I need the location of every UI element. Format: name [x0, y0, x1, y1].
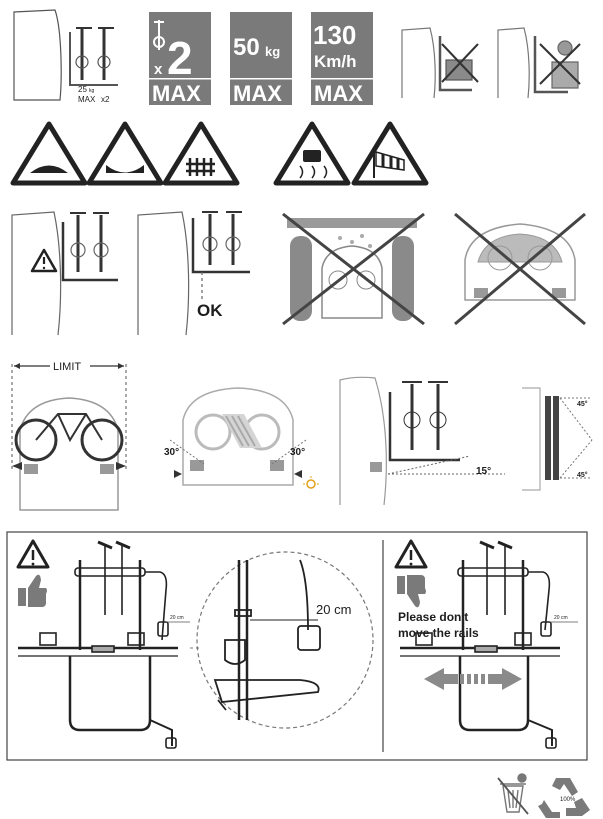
rack-correct-position-figure	[137, 211, 250, 336]
rack-drawing-incorrect	[400, 540, 560, 749]
rack-drawing-correct	[18, 540, 178, 749]
speed-value: 130	[313, 20, 356, 50]
max-weight-badge: 50 kg MAX	[230, 12, 292, 106]
caution-icon	[16, 539, 50, 569]
speed-max-caption: MAX	[314, 81, 363, 106]
view-angle-top-label: 45°	[577, 400, 588, 408]
max-speed-badge: 130 Km/h MAX	[311, 12, 373, 106]
weight-per-bike: 25	[78, 85, 87, 94]
distance-zoom-label: 20 cm	[316, 602, 351, 617]
weight-unit: kg	[89, 88, 95, 94]
no-luggage-figure	[401, 27, 479, 99]
weight-max-caption: MAX	[233, 81, 282, 106]
caution-icon	[394, 539, 428, 569]
recycle-icon	[538, 778, 590, 818]
mounting-instruction-panel	[6, 531, 588, 761]
weight-badge-unit: kg	[265, 44, 280, 59]
recycle-percentage-label: 100%	[560, 797, 576, 803]
bikes-max-caption: MAX	[152, 81, 201, 106]
ok-label: OK	[197, 301, 223, 320]
tilt-angle-label: 15°	[476, 466, 491, 477]
multiplier-label: x2	[101, 95, 110, 104]
warning-text-line2: move the rails	[398, 626, 479, 640]
thumbs-down-icon	[397, 575, 426, 608]
angle-right-label: 30°	[290, 447, 305, 458]
zoom-detail-figure	[190, 551, 374, 729]
light-visibility-figure	[169, 387, 319, 489]
crosswind-warning-sign	[351, 121, 429, 186]
no-trash-bin-icon	[497, 773, 529, 815]
speed-unit: Km/h	[314, 52, 357, 71]
bikes-count: 2	[167, 32, 193, 84]
road-bump-warning-sign	[10, 121, 88, 186]
no-person-figure	[497, 27, 581, 99]
slippery-road-warning-sign	[273, 121, 351, 186]
thumbs-up-icon	[18, 574, 47, 607]
bikes-prefix: x	[154, 61, 163, 78]
rail-movement-arrow-icon	[424, 668, 522, 690]
view-angle-figure	[522, 387, 593, 491]
angle-left-label: 30°	[164, 447, 179, 458]
weight-value: 50	[233, 34, 260, 61]
max-bikes-badge: x 2 MAX	[149, 12, 211, 106]
road-dip-warning-sign	[86, 121, 164, 186]
railway-crossing-warning-sign	[162, 121, 240, 186]
rack-incorrect-position-figure	[11, 211, 118, 336]
view-angle-bottom-label: 45°	[577, 471, 588, 479]
tilt-angle-figure	[339, 376, 505, 506]
distance-small-left-label: 20 cm	[170, 615, 184, 621]
car-rack-capacity-figure	[13, 9, 118, 101]
limit-label: LIMIT	[53, 361, 81, 373]
warning-text-line1: Please don't	[398, 610, 468, 624]
max-label: MAX	[78, 95, 96, 104]
distance-small-right-label: 20 cm	[554, 615, 568, 621]
no-car-wash-figure	[282, 212, 425, 326]
caution-icon	[30, 248, 58, 273]
no-bike-on-rear-glass-figure	[454, 212, 586, 326]
width-limit-figure	[11, 363, 127, 511]
